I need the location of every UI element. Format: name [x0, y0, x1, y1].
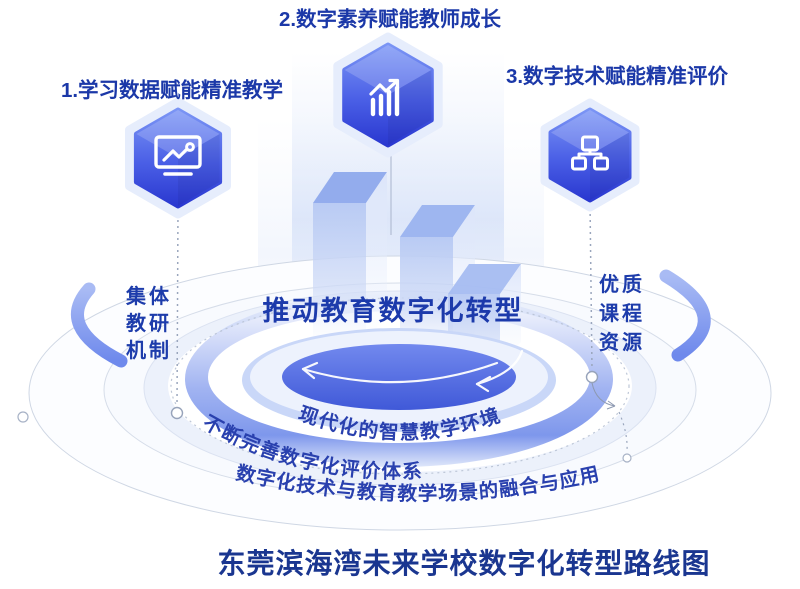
side-label-line: 资源 — [599, 330, 645, 354]
right-anchor-circle — [585, 370, 599, 384]
orbit-ring-dotted — [170, 297, 630, 475]
hexagon-top-facet — [551, 110, 629, 155]
bar-side-face — [366, 172, 387, 343]
left-anchor-circle — [170, 406, 184, 420]
side-label-line: 集体 — [125, 284, 172, 308]
node-label-3: 3.数字技术赋能精准评价 — [506, 64, 729, 88]
hexagon-right-facet — [590, 132, 629, 200]
org-chart-icon — [571, 135, 609, 171]
hexagon-right-facet — [178, 134, 220, 206]
platform-ellipse — [282, 344, 516, 410]
right-small-arc — [591, 382, 616, 407]
page-title: 东莞滨海湾未来学校数字化转型路线图 — [217, 547, 710, 579]
side-label-line: 教研 — [126, 311, 172, 335]
bar-top-face — [400, 205, 475, 237]
right-side-label: 优质 课程 资源 — [599, 272, 645, 354]
side-label-line: 优质 — [599, 272, 645, 296]
connectors — [17, 201, 632, 463]
hexagon-top-facet — [344, 45, 432, 95]
arrowhead-icon — [301, 361, 319, 380]
rotation-arrow-short — [475, 349, 524, 386]
small-anchor-circle — [622, 453, 632, 463]
center-headline: 推动教育数字化转型 — [263, 295, 524, 326]
node-digital-technology — [540, 98, 640, 212]
bar-side-face — [500, 264, 521, 366]
arrowhead-icon — [606, 400, 616, 410]
side-label-line: 机制 — [126, 338, 172, 362]
node-label-2: 2.数字素养赋能教师成长 — [279, 7, 502, 31]
side-label-line: 课程 — [599, 302, 645, 325]
rotation-arrows — [301, 349, 524, 393]
right-swoosh-arc — [659, 269, 711, 362]
growth-bars-arrow-icon — [369, 78, 400, 117]
bar-top-face — [448, 264, 521, 294]
left-side-label: 集体 教研 机制 — [125, 284, 172, 362]
node-label-1: 1.学习数据赋能精准教学 — [61, 78, 283, 102]
presentation-trend-icon — [154, 135, 202, 176]
bar-chart-3d — [313, 147, 521, 368]
left-swoosh-arc — [71, 282, 128, 368]
arrowhead-icon — [475, 375, 492, 393]
right-dotted-arc — [618, 411, 628, 452]
node-digital-literacy — [333, 32, 443, 158]
bar-top-face — [313, 172, 387, 203]
right-dotted-connector — [589, 201, 593, 371]
far-left-anchor-circle — [17, 411, 29, 423]
node-learning-data — [125, 97, 231, 219]
bar-front-face — [313, 203, 366, 345]
rotation-arrow-long — [301, 361, 499, 384]
